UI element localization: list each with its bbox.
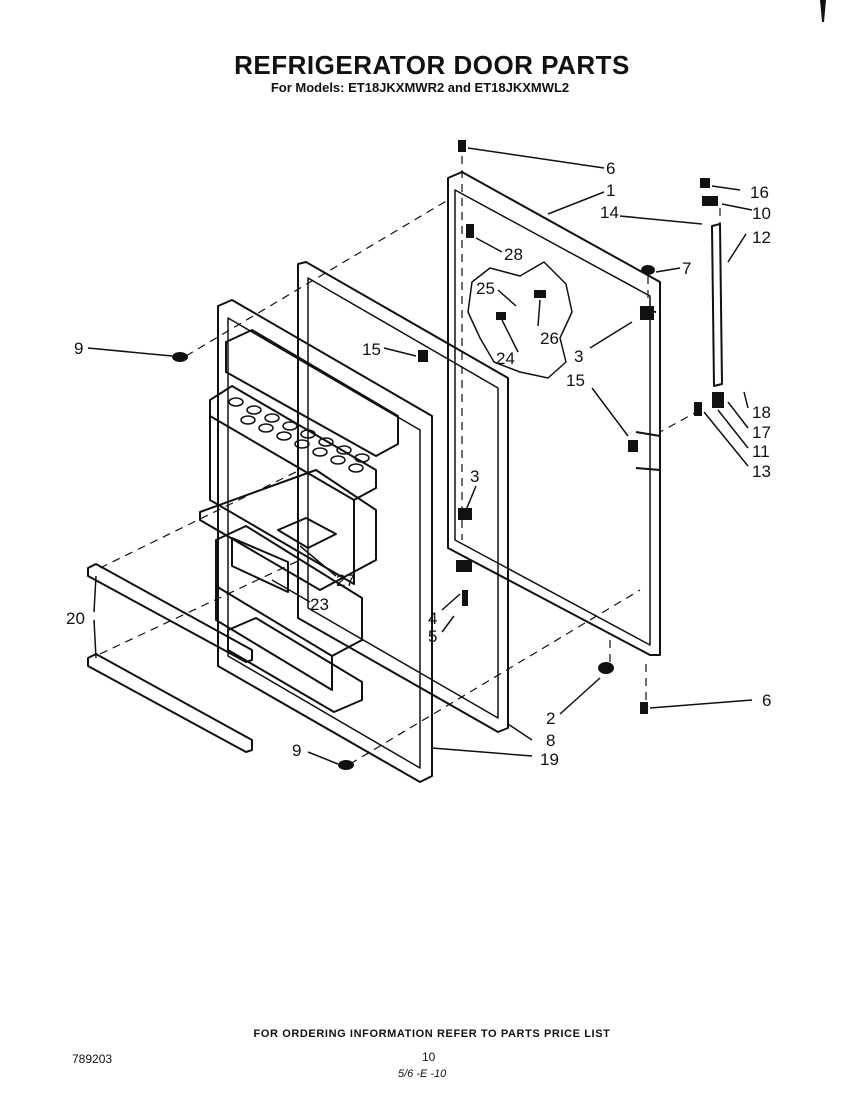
door-stop-rod: [711, 223, 723, 387]
callout-9-top: 9: [74, 339, 83, 358]
callout-6-bottom: 6: [762, 691, 771, 710]
callout-14: 14: [600, 203, 619, 222]
door-gasket: [297, 261, 509, 733]
revision-stamp: 5/6 -E -10: [398, 1068, 447, 1080]
leader-lines: [87, 147, 753, 765]
hardware-parts: [172, 140, 724, 770]
callout-10: 10: [752, 204, 771, 223]
callout-5: 5: [428, 627, 437, 646]
callout-8: 8: [546, 731, 555, 750]
part-callouts: 6 1 14 16 10 12 7 28 25 26 24 15 3 15 18…: [66, 159, 771, 769]
document-number: 789203: [72, 1052, 113, 1066]
callout-16: 16: [750, 183, 769, 202]
callout-9-bottom: 9: [292, 741, 301, 760]
callout-4: 4: [428, 609, 437, 628]
page-title: REFRIGERATOR DOOR PARTS: [234, 50, 630, 80]
callout-1: 1: [606, 181, 615, 200]
page-subtitle: For Models: ET18JKXMWR2 and ET18JKXMWL2: [270, 80, 570, 95]
callout-6-top: 6: [606, 159, 615, 178]
callout-27: 27: [336, 571, 355, 590]
callout-19: 19: [540, 750, 559, 769]
door-liner: [199, 299, 433, 783]
callout-3-top: 3: [574, 347, 583, 366]
callout-25: 25: [476, 279, 495, 298]
callout-2: 2: [546, 709, 555, 728]
callout-7: 7: [682, 259, 691, 278]
callout-23: 23: [310, 595, 329, 614]
callout-20: 20: [66, 609, 85, 628]
callout-15-left: 15: [362, 340, 381, 359]
callout-3-bottom: 3: [470, 467, 479, 486]
callout-28: 28: [504, 245, 523, 264]
callout-11: 11: [752, 442, 770, 461]
callout-24: 24: [496, 349, 515, 368]
cutaway-detail: [467, 261, 573, 379]
callout-26: 26: [540, 329, 559, 348]
projection-lines: [99, 156, 721, 765]
page-number: 10: [422, 1050, 436, 1064]
callout-12: 12: [752, 228, 771, 247]
callout-17: 17: [752, 423, 771, 442]
door-outer-panel: [447, 171, 661, 656]
callout-13: 13: [752, 462, 771, 481]
callout-18: 18: [752, 403, 771, 422]
corner-mark: [818, 0, 828, 22]
ordering-note: FOR ORDERING INFORMATION REFER TO PARTS …: [253, 1028, 611, 1040]
callout-15-right: 15: [566, 371, 585, 390]
